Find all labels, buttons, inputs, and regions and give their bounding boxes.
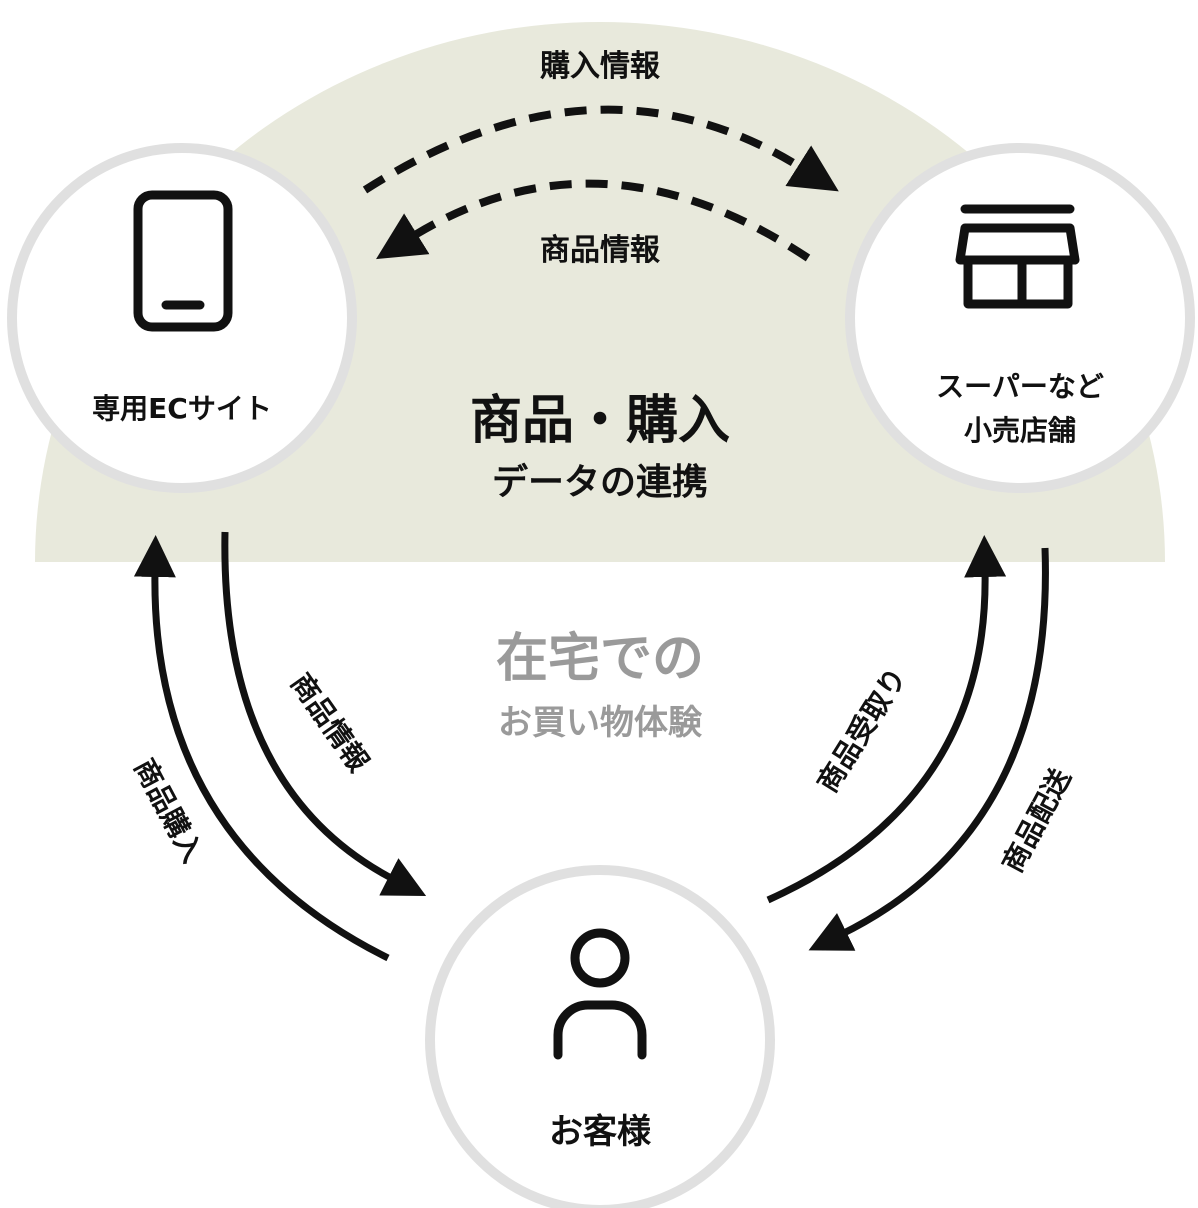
store-label-line2: 小売店舗 (964, 414, 1076, 447)
center-bottom-title: 在宅での (496, 629, 704, 689)
smartphone-icon (133, 190, 233, 332)
product-info-top-label: 商品情報 (540, 233, 661, 268)
customer-node: お客様 (425, 865, 775, 1208)
product-info-left-label: 商品情報 (284, 667, 376, 778)
ec-site-label: 専用ECサイト (92, 392, 272, 425)
product-purchase-arrow (133, 535, 390, 962)
product-delivery-label: 商品配送 (996, 763, 1078, 877)
product-delivery-arrow (808, 547, 1049, 951)
person-icon (553, 928, 647, 1060)
product-pickup-arrow (766, 535, 1007, 904)
store-icon (955, 204, 1080, 309)
product-pickup-label: 商品受取り (811, 662, 913, 798)
center-bottom-subtitle: お買い物体験 (498, 703, 703, 743)
center-top-subtitle: データの連携 (492, 461, 708, 503)
center-top-title: 商品・購入 (470, 391, 730, 451)
store-label-line1: スーパーなど (936, 370, 1104, 403)
product-info-top-arrow (376, 179, 811, 262)
store-node: スーパーなど 小売店舗 (845, 143, 1195, 493)
customer-label: お客様 (549, 1112, 652, 1152)
product-info-left-arrow (221, 531, 427, 897)
purchase-info-label: 購入情報 (540, 49, 661, 84)
ec-site-node: 専用ECサイト (7, 143, 357, 493)
purchase-info-arrow (362, 105, 839, 194)
